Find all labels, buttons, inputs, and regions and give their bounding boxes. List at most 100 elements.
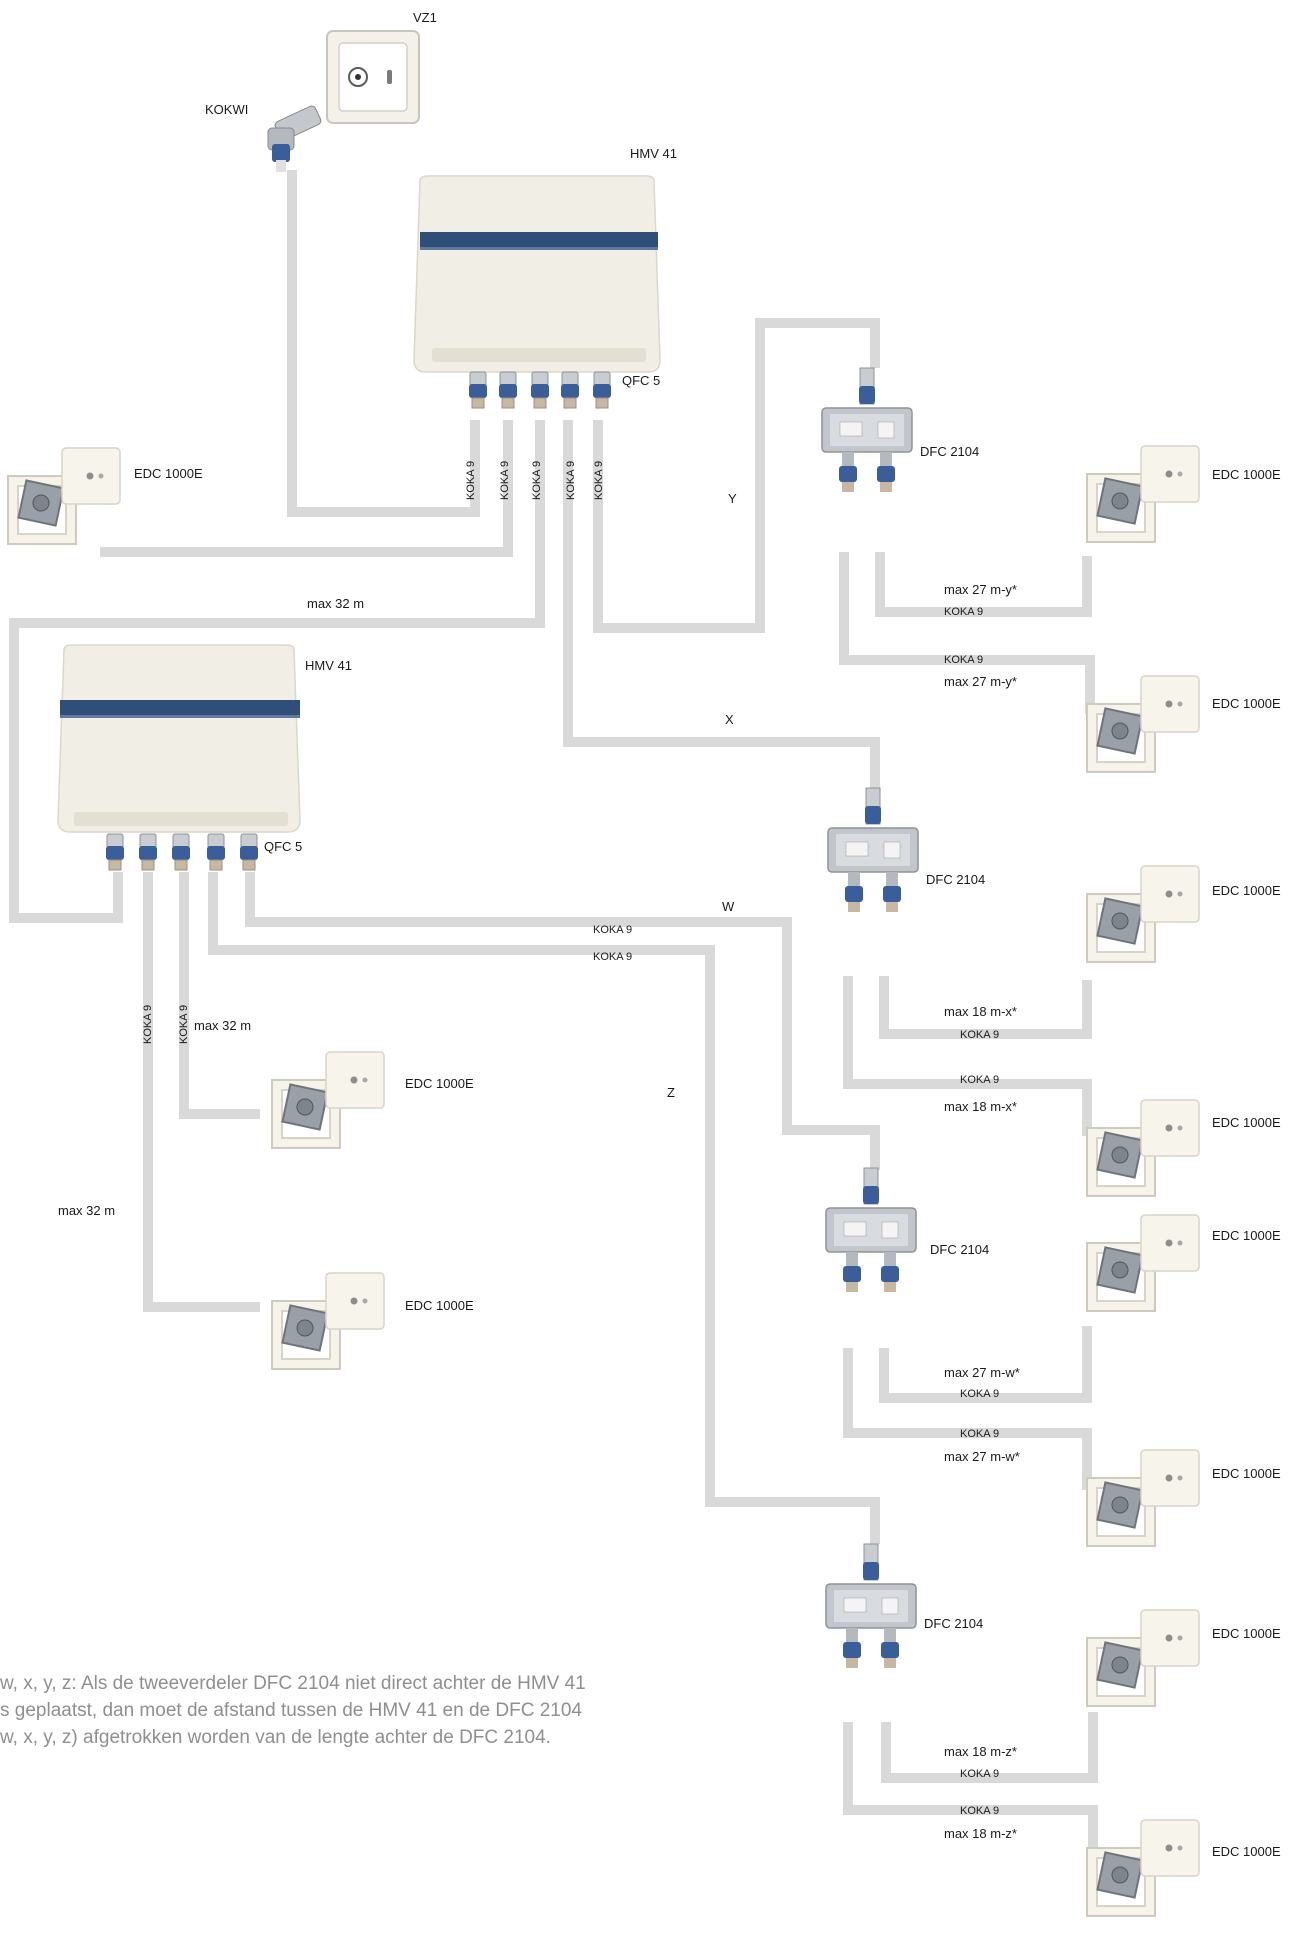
cable-x <box>563 420 880 788</box>
label-distance-w: W <box>722 899 735 914</box>
label-edc1000e: EDC 1000E <box>405 1076 474 1091</box>
label-max-length-x: max 18 m-x* <box>944 1004 1017 1019</box>
label-max-length: max 32 m <box>307 596 364 611</box>
cable-w <box>245 872 880 1170</box>
cable-z-a <box>881 1712 1098 1783</box>
outlet-edc1000e <box>1086 1819 1200 1917</box>
label-edc1000e: EDC 1000E <box>1212 696 1281 711</box>
output-connector <box>138 833 158 871</box>
output-connector <box>105 833 125 871</box>
label-distance-x: X <box>725 712 734 727</box>
label-koka9: KOKA 9 <box>960 1074 999 1086</box>
outlet-edc1000e <box>1086 865 1200 963</box>
output-connector <box>592 371 612 409</box>
label-qfc5-bottom: QFC 5 <box>264 839 302 854</box>
footnote-line: s geplaatst, dan moet de afstand tussen … <box>0 1700 582 1721</box>
output-connector <box>206 833 226 871</box>
cable-y-b <box>839 552 1095 714</box>
output-connector <box>560 371 580 409</box>
splitter-dfc2104-w <box>825 1167 917 1293</box>
label-dfc2104-x: DFC 2104 <box>926 872 985 887</box>
label-koka9: KOKA 9 <box>960 1768 999 1780</box>
label-koka9: KOKA 9 <box>960 1388 999 1400</box>
label-hmv41-top: HMV 41 <box>630 146 677 161</box>
outlet-edc1000e <box>1086 675 1200 773</box>
outlet-edc1000e <box>1086 1609 1200 1707</box>
outlet-edc1000e <box>1086 445 1200 543</box>
label-koka9: KOKA 9 <box>960 1805 999 1817</box>
label-max-length-z: max 18 m-z* <box>944 1744 1017 1759</box>
outlet-edc1000e <box>1086 1449 1200 1547</box>
outlet-edc1000e <box>7 447 121 545</box>
splitter-dfc2104-x <box>827 787 919 913</box>
label-koka9: KOKA 9 <box>499 461 511 500</box>
cable-y-a <box>875 552 1092 617</box>
splitter-dfc2104-y <box>821 367 913 493</box>
cable-x-b <box>843 976 1092 1136</box>
cable-amp2-a <box>179 872 260 1119</box>
label-edc1000e: EDC 1000E <box>134 466 203 481</box>
label-koka9: KOKA 9 <box>960 1029 999 1041</box>
cable-y <box>593 318 880 633</box>
outlet-edc1000e <box>1086 1214 1200 1312</box>
label-distance-z: Z <box>667 1085 675 1100</box>
outlet-edc1000e <box>271 1272 385 1370</box>
splitter-dfc2104-z <box>825 1543 917 1669</box>
wall-socket-vz1 <box>326 30 420 124</box>
label-max-length-w: max 27 m-w* <box>944 1365 1020 1380</box>
label-max-length-x: max 18 m-x* <box>944 1099 1017 1114</box>
output-connector <box>171 833 191 871</box>
label-koka9: KOKA 9 <box>531 461 543 500</box>
footnote-line: w, x, y, z) afgetrokken worden van de le… <box>0 1727 551 1748</box>
cable-feed <box>287 170 480 517</box>
label-koka9: KOKA 9 <box>178 1005 190 1044</box>
cable-amp2-b <box>143 872 260 1312</box>
label-distance-y: Y <box>728 491 737 506</box>
label-max-length-z: max 18 m-z* <box>944 1826 1017 1841</box>
output-connector <box>239 833 259 871</box>
label-vz1: VZ1 <box>413 10 437 25</box>
label-dfc2104-w: DFC 2104 <box>930 1242 989 1257</box>
label-max-length-y: max 27 m-y* <box>944 674 1017 689</box>
label-dfc2104-z: DFC 2104 <box>924 1616 983 1631</box>
amplifier-hmv41-bottom <box>57 644 301 871</box>
label-qfc5-top: QFC 5 <box>622 373 660 388</box>
cable-outlet-left <box>100 420 513 557</box>
outlet-edc1000e <box>271 1051 385 1149</box>
output-connector <box>468 371 488 409</box>
label-koka9: KOKA 9 <box>465 461 477 500</box>
label-edc1000e: EDC 1000E <box>1212 467 1281 482</box>
output-connector <box>498 371 518 409</box>
cable-runs <box>9 170 1098 1862</box>
cable-to-second-amp <box>9 420 545 923</box>
label-koka9: KOKA 9 <box>593 924 632 936</box>
cable-w-a <box>879 1326 1092 1403</box>
label-kokwi: KOKWI <box>205 102 248 117</box>
label-max-length-w: max 27 m-w* <box>944 1449 1020 1464</box>
label-koka9: KOKA 9 <box>142 1005 154 1044</box>
label-koka9: KOKA 9 <box>593 951 632 963</box>
label-edc1000e: EDC 1000E <box>1212 1466 1281 1481</box>
angle-plug-kokwi <box>267 105 322 172</box>
outlet-edc1000e <box>1086 1099 1200 1197</box>
output-connector <box>530 371 550 409</box>
amplifier-hmv41-top <box>413 175 661 409</box>
label-edc1000e: EDC 1000E <box>1212 1115 1281 1130</box>
cable-z <box>208 872 880 1544</box>
label-koka9: KOKA 9 <box>944 654 983 666</box>
label-edc1000e: EDC 1000E <box>1212 883 1281 898</box>
label-edc1000e: EDC 1000E <box>1212 1228 1281 1243</box>
label-edc1000e: EDC 1000E <box>1212 1626 1281 1641</box>
label-dfc2104-y: DFC 2104 <box>920 444 979 459</box>
cable-z-b <box>843 1722 1098 1862</box>
cable-x-a <box>879 976 1092 1039</box>
footnote: w, x, y, z: Als de tweeverdeler DFC 2104… <box>0 1670 760 1751</box>
label-edc1000e: EDC 1000E <box>1212 1844 1281 1859</box>
label-koka9: KOKA 9 <box>960 1428 999 1440</box>
label-edc1000e: EDC 1000E <box>405 1298 474 1313</box>
label-koka9: KOKA 9 <box>593 461 605 500</box>
label-max-length: max 32 m <box>194 1018 251 1033</box>
label-koka9: KOKA 9 <box>565 461 577 500</box>
label-koka9: KOKA 9 <box>944 606 983 618</box>
